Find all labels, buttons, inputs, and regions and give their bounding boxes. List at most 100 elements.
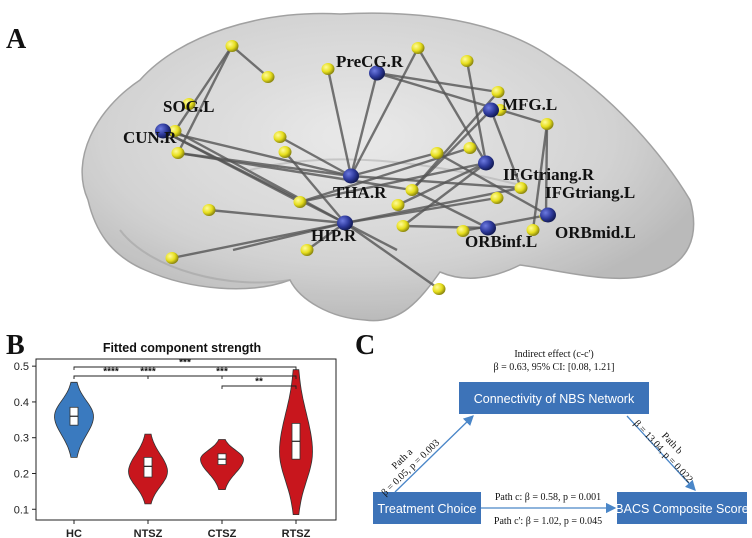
significance-bracket xyxy=(221,385,297,389)
indirect-effect-value: β = 0.63, 95% CI: [0.08, 1.21] xyxy=(494,362,615,373)
network-edge xyxy=(531,123,549,231)
network-edge xyxy=(465,60,488,164)
region-labels: PreCG.R SOG.L MFG.L CUN.R IFGtriang.R TH… xyxy=(123,52,636,251)
x-tick-label-ctsz: CTSZ xyxy=(208,528,237,538)
network-node xyxy=(430,147,444,159)
significance-stars: **** xyxy=(103,367,119,378)
network-node xyxy=(171,147,185,159)
network-node xyxy=(261,71,275,83)
path-c-prime-label: Path c': β = 1.02, p = 0.045 xyxy=(494,516,602,527)
network-node xyxy=(405,184,419,196)
panel-letter-c: C xyxy=(355,330,376,361)
treatment-choice-label: Treatment Choice xyxy=(378,502,477,516)
network-node xyxy=(514,182,528,194)
network-edge xyxy=(411,188,489,230)
significance-stars: *** xyxy=(216,367,228,378)
y-tick-label: 0.5 xyxy=(14,361,29,373)
network-node xyxy=(391,199,405,211)
network-node xyxy=(540,118,554,130)
network-node xyxy=(463,142,477,154)
network-edge xyxy=(176,45,234,154)
path-a-arrow xyxy=(394,415,474,493)
hub-node xyxy=(337,215,353,231)
network-edge xyxy=(174,45,233,132)
network-node xyxy=(168,125,182,137)
network-edge xyxy=(344,186,522,225)
network-edge xyxy=(174,129,346,225)
network-edge xyxy=(544,123,549,217)
x-tick-label-rtsz: RTSZ xyxy=(282,528,311,538)
hub-node xyxy=(343,168,359,184)
network-edge xyxy=(284,151,346,224)
network-edge xyxy=(279,135,352,178)
network-edge xyxy=(376,71,499,94)
network-node xyxy=(490,192,504,204)
region-label-orbinf-l: ORBinf.L xyxy=(465,232,537,251)
y-tick-label: 0.4 xyxy=(14,397,29,409)
network-node xyxy=(460,55,474,67)
network-nodes xyxy=(155,40,556,295)
path-b-stats: β = 13.04, p = 0.022 xyxy=(631,418,695,485)
significance-stars: ** xyxy=(255,377,263,388)
region-label-precg-r: PreCG.R xyxy=(336,52,404,71)
violin-chart: Fitted component strength 0.10.20.30.40.… xyxy=(14,341,337,538)
network-edge xyxy=(489,109,523,189)
bacs-score-label: BACS Composite Score xyxy=(615,502,748,516)
network-edge xyxy=(349,72,379,177)
network-node xyxy=(182,98,196,110)
sylvian-fissure xyxy=(249,158,521,186)
network-node xyxy=(202,204,216,216)
indirect-effect-title: Indirect effect (c-c') xyxy=(514,349,593,360)
region-label-sog-l: SOG.L xyxy=(163,97,215,116)
region-label-ifgtriang-r: IFGtriang.R xyxy=(503,165,595,184)
region-label-ifgtriang-l: IFGtriang.L xyxy=(545,183,635,202)
panel-letter-b: B xyxy=(6,330,25,361)
network-edge xyxy=(326,68,353,177)
significance-bracket xyxy=(73,366,297,370)
network-edge xyxy=(232,221,346,252)
network-edge xyxy=(177,151,413,192)
path-a-stats: β = 0.05, p = 0.003 xyxy=(380,437,443,498)
network-node xyxy=(293,196,307,208)
region-label-mfg-l: MFG.L xyxy=(502,95,557,114)
box-ntsz xyxy=(143,456,153,478)
network-node xyxy=(411,42,425,54)
path-c-label: Path c: β = 0.58, p = 0.001 xyxy=(495,492,601,503)
hub-node xyxy=(480,220,496,236)
network-edge xyxy=(462,213,549,233)
x-tick-label-ntsz: NTSZ xyxy=(134,528,163,538)
network-edge xyxy=(344,222,440,290)
network-edges xyxy=(162,45,549,290)
significance-bracket xyxy=(147,375,297,379)
hub-node xyxy=(369,65,385,81)
network-edge xyxy=(349,47,420,177)
network-edge xyxy=(231,45,269,78)
network-edge xyxy=(344,221,398,252)
bacs-score-box xyxy=(617,492,747,524)
network-edge xyxy=(376,71,548,126)
network-node xyxy=(300,244,314,256)
mediator-box xyxy=(459,382,649,414)
region-label-cun-r: CUN.R xyxy=(123,128,177,147)
network-edge xyxy=(397,161,487,207)
x-axis: HC NTSZ CTSZ RTSZ xyxy=(66,520,311,538)
significance-stars: **** xyxy=(140,367,156,378)
network-node xyxy=(396,220,410,232)
network-node xyxy=(165,252,179,264)
network-edge xyxy=(350,151,438,178)
significance-brackets: **************** xyxy=(73,358,297,389)
violins xyxy=(54,369,313,516)
x-tick-label-hc: HC xyxy=(66,528,82,538)
network-edge xyxy=(162,129,301,204)
network-node xyxy=(278,146,292,158)
network-node xyxy=(321,63,335,75)
network-node xyxy=(225,40,239,52)
network-edge xyxy=(402,224,489,230)
panel-letter-a: A xyxy=(6,24,27,55)
brain-network-figure: PreCG.R SOG.L MFG.L CUN.R IFGtriang.R TH… xyxy=(81,12,695,322)
network-node xyxy=(491,86,505,98)
mediation-diagram: Indirect effect (c-c') β = 0.63, 95% CI:… xyxy=(373,349,749,527)
network-node xyxy=(432,283,446,295)
mediator-label: Connectivity of NBS Network xyxy=(474,392,635,406)
hub-node xyxy=(478,155,494,171)
